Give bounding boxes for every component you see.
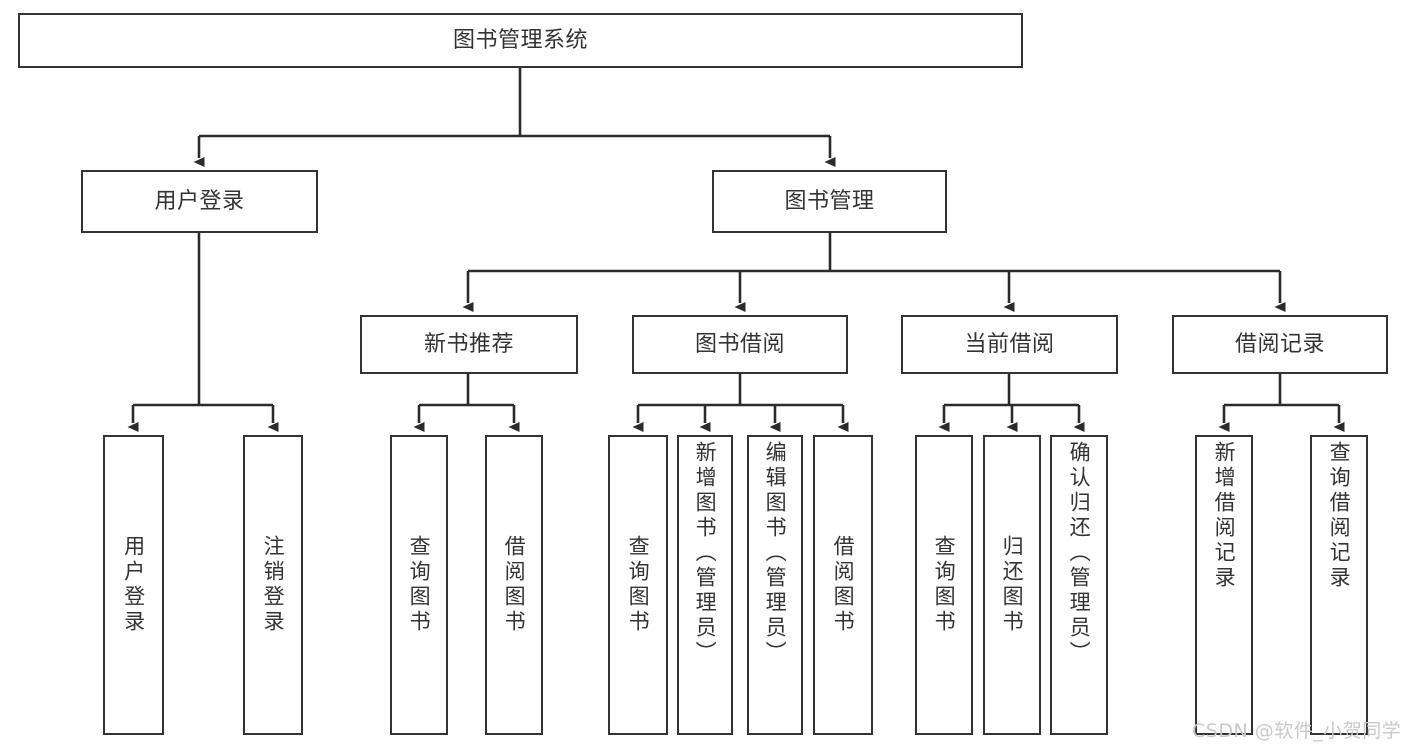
leaf-node-label: 注销登录 xyxy=(261,535,286,635)
leaf-node[interactable]: 借阅图书 xyxy=(813,435,873,735)
leaf-node[interactable]: 新增借阅记录 xyxy=(1195,435,1253,735)
leaf-node-label: 归还图书 xyxy=(1000,535,1025,635)
leaf-node-label: 查询图书 xyxy=(626,535,651,635)
node-book-borrow-label: 图书借阅 xyxy=(694,331,785,357)
node-root[interactable]: 图书管理系统 xyxy=(18,13,1023,68)
node-borrow-record-label: 借阅记录 xyxy=(1234,331,1325,357)
node-root-label: 图书管理系统 xyxy=(452,27,588,53)
leaf-node[interactable]: 确认归还（管理员） xyxy=(1050,435,1108,735)
leaf-node[interactable]: 查询图书 xyxy=(390,435,448,735)
leaf-node[interactable]: 归还图书 xyxy=(983,435,1041,735)
leaf-node[interactable]: 查询图书 xyxy=(915,435,973,735)
node-new-book-recommend-label: 新书推荐 xyxy=(423,331,514,357)
leaf-node-label: 查询图书 xyxy=(407,535,432,635)
leaf-node-label: 查询图书 xyxy=(932,535,957,635)
node-current-borrow[interactable]: 当前借阅 xyxy=(901,315,1118,374)
leaf-node-label: 新增借阅记录 xyxy=(1212,441,1237,591)
node-book-borrow[interactable]: 图书借阅 xyxy=(632,315,848,374)
leaf-node[interactable]: 用户登录 xyxy=(103,435,164,735)
leaf-node[interactable]: 注销登录 xyxy=(243,435,303,735)
node-user-login[interactable]: 用户登录 xyxy=(81,170,318,233)
node-user-login-label: 用户登录 xyxy=(154,188,245,214)
leaf-node-label: 确认归还（管理员） xyxy=(1067,441,1092,666)
node-book-management[interactable]: 图书管理 xyxy=(712,170,947,233)
watermark-text: CSDN @软件_小贺同学 xyxy=(1192,720,1402,742)
leaf-node-label: 查询借阅记录 xyxy=(1327,441,1352,591)
leaf-node-label: 借阅图书 xyxy=(831,535,856,635)
leaf-node[interactable]: 借阅图书 xyxy=(485,435,543,735)
node-new-book-recommend[interactable]: 新书推荐 xyxy=(360,315,578,374)
leaf-node-label: 用户登录 xyxy=(121,535,146,635)
leaf-node[interactable]: 编辑图书（管理员） xyxy=(747,435,803,735)
node-current-borrow-label: 当前借阅 xyxy=(964,331,1055,357)
leaf-node-label: 新增图书（管理员） xyxy=(693,441,718,666)
node-borrow-record[interactable]: 借阅记录 xyxy=(1172,315,1388,374)
leaf-node[interactable]: 查询借阅记录 xyxy=(1310,435,1368,735)
leaf-node[interactable]: 查询图书 xyxy=(608,435,668,735)
node-book-management-label: 图书管理 xyxy=(784,188,875,214)
leaf-node[interactable]: 新增图书（管理员） xyxy=(677,435,733,735)
leaf-node-label: 编辑图书（管理员） xyxy=(763,441,788,666)
leaf-node-label: 借阅图书 xyxy=(502,535,527,635)
